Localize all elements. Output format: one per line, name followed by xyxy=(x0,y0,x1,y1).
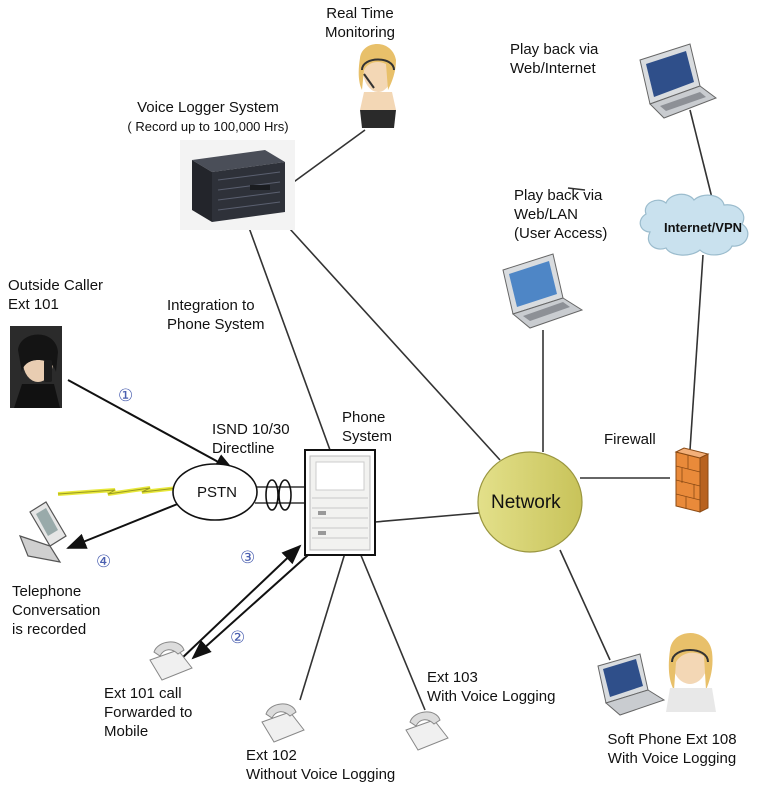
phone-system-label: Phone System xyxy=(342,409,393,445)
phone-switch-icon xyxy=(304,449,376,556)
real-time-monitoring-label: Real Time Monitoring xyxy=(324,5,396,41)
isdn-label: ISND 10/30 Directline xyxy=(212,421,290,457)
ext101-label: Ext 101 call Forwarded to Mobile xyxy=(104,685,193,740)
link-ext103 xyxy=(359,552,426,711)
link-web-internet xyxy=(689,109,713,199)
laptop-icon xyxy=(502,253,584,329)
laptop-icon xyxy=(639,43,718,119)
isdn-connector xyxy=(265,479,292,511)
link-ext102 xyxy=(299,552,346,701)
link-network-softphone xyxy=(559,549,611,661)
arrow-step-2 xyxy=(191,554,309,660)
arrow-step-3 xyxy=(179,544,302,661)
link-logger-phonesystem xyxy=(247,224,331,451)
playback-lan-label: Play back via Web/LAN (User Access) xyxy=(514,187,608,242)
network-label: Network xyxy=(491,492,561,513)
laptop-icon xyxy=(597,653,666,716)
pstn-label: PSTN xyxy=(197,484,238,501)
server-icon xyxy=(180,140,295,230)
step-4-badge: ④ xyxy=(96,552,112,571)
link-logger-network xyxy=(279,217,501,461)
integration-label: Integration to Phone System xyxy=(167,297,265,333)
arrow-step-4 xyxy=(66,502,181,549)
call-flow-arrows xyxy=(66,379,309,661)
cloud-icon xyxy=(639,193,749,256)
softphone-label: Soft Phone Ext 108 With Voice Logging xyxy=(607,731,737,767)
ext103-label: Ext 103 With Voice Logging xyxy=(427,669,556,705)
arrow-step-1 xyxy=(67,379,235,471)
ext102-label: Ext 102 Without Voice Logging xyxy=(246,747,396,783)
playback-internet-label: Play back via Web/Internet xyxy=(510,41,599,77)
pstn-node xyxy=(172,463,258,521)
outside-caller-label: Outside Caller Ext 101 xyxy=(8,277,104,313)
step-3-badge: ③ xyxy=(240,548,256,567)
telephone-conversation-label: Telephone Conversation is recorded xyxy=(12,583,101,638)
desk-phone-icon xyxy=(405,711,449,751)
step-1-badge: ① xyxy=(118,386,134,405)
firewall-icon xyxy=(674,447,710,513)
person-headset-icon xyxy=(352,44,398,128)
person-headset-icon xyxy=(666,633,716,712)
link-internet-firewall xyxy=(689,254,704,451)
desk-phone-icon xyxy=(261,703,305,743)
network-node xyxy=(477,451,583,553)
internet-vpn-label: Internet/VPN xyxy=(664,220,743,235)
wireless-lightning-icon xyxy=(57,486,179,496)
firewall-label: Firewall xyxy=(604,431,656,448)
connection-lines xyxy=(247,109,713,711)
voice-logger-label: Voice Logger System ( Record up to 100,0… xyxy=(127,99,289,134)
step-2-badge: ② xyxy=(230,628,246,647)
link-phonesystem-network xyxy=(374,511,491,523)
outside-caller-photo xyxy=(10,326,62,408)
desk-phone-icon xyxy=(149,641,193,681)
mobile-phone-icon xyxy=(18,501,67,563)
